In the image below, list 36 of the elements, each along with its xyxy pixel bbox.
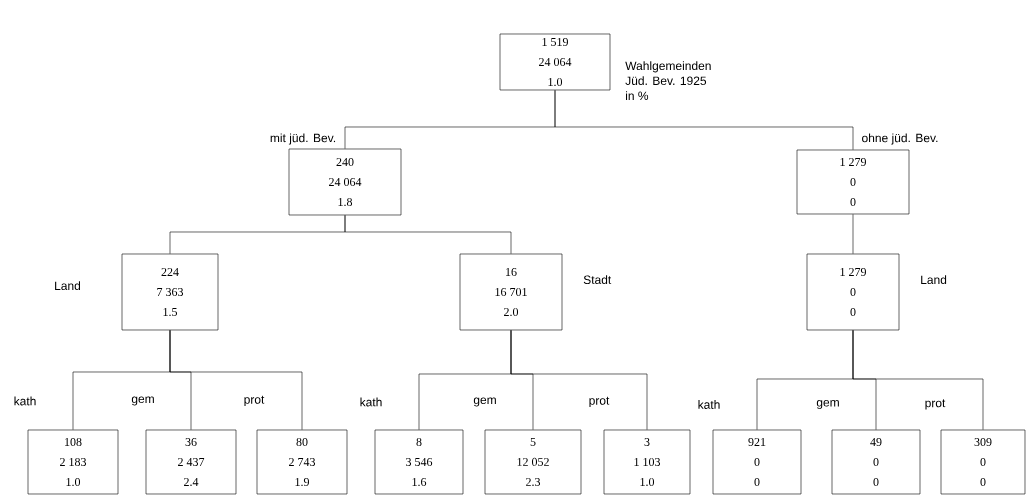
edge-label: gem: [815, 399, 841, 410]
value-box: 1 279 0 0: [806, 253, 900, 331]
value-box: 1 279 0 0: [796, 149, 910, 215]
connector-line: [510, 330, 648, 430]
value-box: 16 16 701 2.0: [459, 253, 563, 331]
value-box: 5 12 052 2.3: [484, 429, 582, 495]
branch-label: Land: [55, 281, 81, 290]
value-box: 3 1 103 1.0: [603, 429, 691, 495]
edge-label: prot: [242, 394, 266, 408]
branch-label: Stadt: [583, 275, 612, 284]
connector-line: [344, 215, 512, 254]
edge-label: prot: [587, 395, 611, 409]
edge-label: prot: [923, 398, 947, 411]
value-box: 309 0 0: [940, 429, 1026, 495]
value-box: 49 0 0: [831, 429, 921, 495]
value-box: 921 0 0: [712, 429, 802, 495]
edge-label: ohne jüd. Bev.: [860, 132, 940, 146]
branch-label: Land: [921, 275, 947, 284]
connector-line: [852, 214, 854, 254]
edge-label: kath: [358, 396, 384, 408]
connector-line: [852, 330, 984, 430]
value-box: 80 2 743 1.9: [256, 429, 348, 495]
edge-label: mit jüd. Bev.: [268, 132, 338, 146]
value-box: 224 7 363 1.5: [121, 253, 219, 331]
value-box: 108 2 183 1.0: [27, 429, 119, 495]
edge-label: gem: [472, 396, 498, 408]
edge-label: kath: [12, 395, 38, 407]
value-box: 240 24 064 1.8: [288, 148, 402, 216]
connector-line: [554, 90, 854, 150]
connector-line: [169, 330, 303, 430]
value-box: 1 519 24 064 1.0: [499, 33, 611, 91]
edge-label: kath: [696, 399, 722, 410]
edge-label: gem: [130, 395, 156, 407]
value-box: 36 2 437 2.4: [145, 429, 237, 495]
branch-label: Wahlgemeinden Jüd. Bev. 1925 in %: [625, 61, 711, 100]
value-box: 8 3 546 1.6: [374, 429, 464, 495]
